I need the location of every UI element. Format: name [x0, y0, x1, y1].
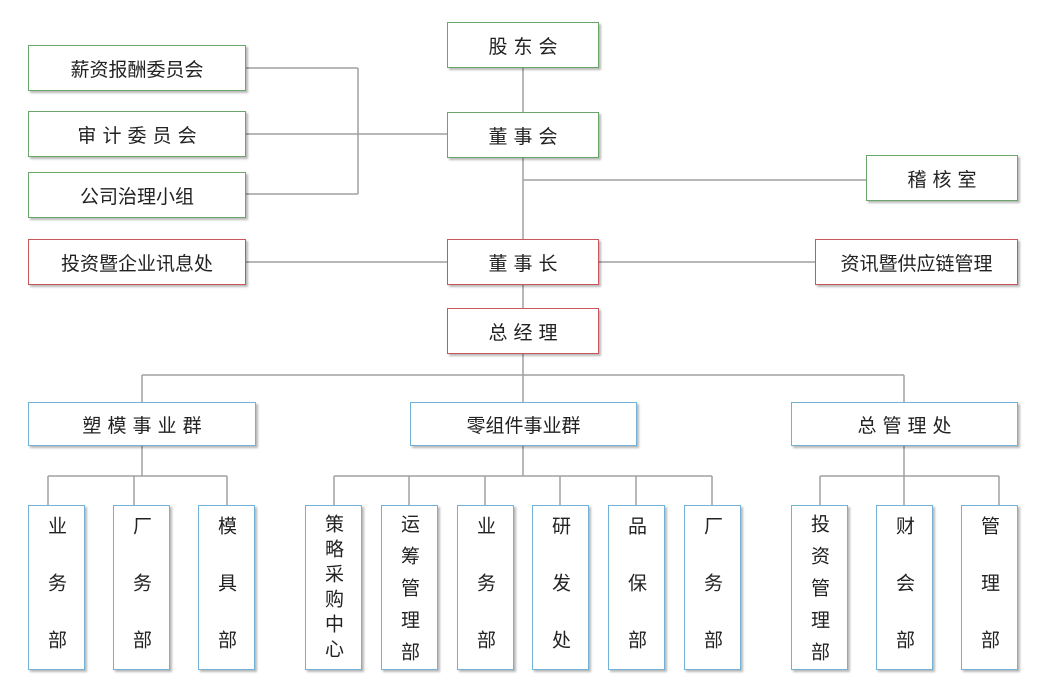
shareholders-box: 股 东 会: [447, 22, 599, 68]
dept-box: 投资管理部: [791, 505, 848, 674]
parts-group-label: 零组件事业群: [466, 414, 581, 437]
audit-committee-label: 审 计 委 员 会: [77, 124, 197, 147]
dept-box: 厂务部: [684, 505, 741, 687]
dept-label: 研发处: [549, 516, 571, 687]
dept-box: 业务部: [28, 505, 85, 687]
governance-group-label: 公司治理小组: [79, 185, 194, 208]
audit-office-box: 稽 核 室: [866, 155, 1018, 201]
dept-label: 品保部: [625, 516, 647, 687]
dept-label: 厂务部: [701, 516, 723, 687]
audit-office-label: 稽 核 室: [907, 168, 977, 191]
dept-box: 财会部: [876, 505, 933, 687]
compensation-committee-label: 薪资报酬委员会: [70, 58, 204, 81]
dept-label: 财会部: [893, 516, 915, 687]
investment-office-box: 投资暨企业讯息处: [28, 239, 246, 285]
dept-label: 厂务部: [130, 516, 152, 687]
dept-box: 厂务部: [113, 505, 170, 687]
compensation-committee-box: 薪资报酬委员会: [28, 45, 246, 91]
dept-label: 业务部: [474, 516, 496, 687]
dept-box: 运筹管理部: [381, 505, 438, 674]
shareholders-label: 股 东 会: [488, 35, 558, 58]
chairman-label: 董 事 长: [488, 252, 558, 275]
supply-chain-office-label: 资讯暨供应链管理: [840, 252, 993, 275]
dept-box: 模具部: [198, 505, 255, 687]
board-box: 董 事 会: [447, 112, 599, 158]
governance-group-box: 公司治理小组: [28, 172, 246, 218]
dept-box: 策略采购中心: [305, 505, 362, 670]
dept-label: 模具部: [215, 516, 237, 687]
audit-committee-box: 审 计 委 员 会: [28, 111, 246, 157]
molding-group-box: 塑 模 事 业 群: [28, 402, 256, 446]
dept-box: 品保部: [608, 505, 665, 687]
general-manager-box: 总 经 理: [447, 308, 599, 354]
investment-office-label: 投资暨企业讯息处: [60, 252, 213, 275]
dept-label: 策略采购中心: [322, 514, 344, 664]
dept-label: 管理部: [978, 516, 1000, 687]
dept-box: 研发处: [532, 505, 589, 687]
board-label: 董 事 会: [488, 125, 558, 148]
molding-group-label: 塑 模 事 业 群: [82, 414, 202, 437]
supply-chain-office-box: 资讯暨供应链管理: [815, 239, 1018, 285]
dept-label: 运筹管理部: [398, 514, 420, 674]
dept-label: 投资管理部: [808, 514, 830, 674]
dept-box: 管理部: [961, 505, 1018, 687]
parts-group-box: 零组件事业群: [410, 402, 637, 446]
admin-office-box: 总 管 理 处: [791, 402, 1018, 446]
admin-office-label: 总 管 理 处: [857, 414, 952, 437]
dept-box: 业务部: [457, 505, 514, 687]
general-manager-label: 总 经 理: [488, 321, 558, 344]
chairman-box: 董 事 长: [447, 239, 599, 285]
dept-label: 业务部: [45, 516, 67, 687]
